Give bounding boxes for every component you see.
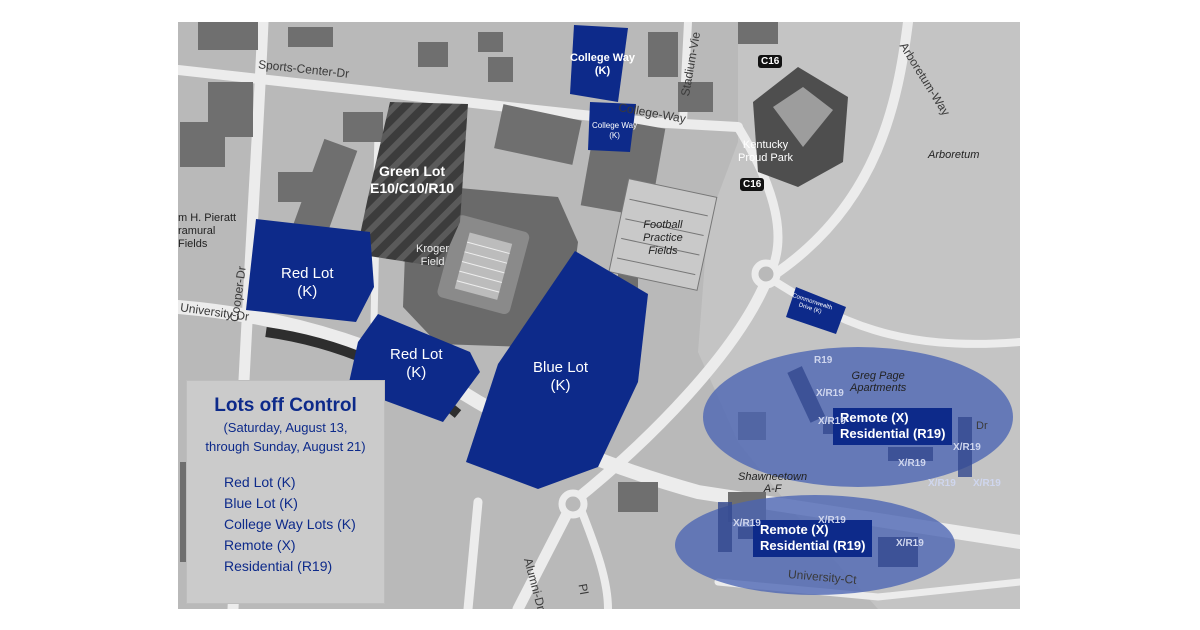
residential-mark: X/R19 — [973, 478, 1001, 489]
shawneetown-name-2: A-F — [763, 483, 782, 495]
red-lot-west-name: Red Lot — [281, 265, 334, 282]
green-lot-code: E10/C10/R10 — [370, 179, 455, 196]
red-lot-west-area[interactable] — [246, 219, 374, 322]
residential-mark: X/R19 — [818, 416, 846, 427]
kroger-field-label: Kroger Field — [416, 243, 449, 269]
college-way-lot-north-area[interactable] — [570, 25, 628, 102]
greg-page-dr-label: Dr — [976, 420, 988, 432]
campus-parking-map: Green Lot E10/C10/R10 Red Lot (K) Red Lo… — [178, 22, 1020, 609]
blue-lot-area[interactable] — [466, 251, 648, 489]
college-way-lot-north-code: (K) — [594, 65, 611, 78]
red-lot-south-label: Red Lot (K) — [390, 346, 443, 382]
shawneetown-name: Shawneetown — [738, 471, 808, 483]
legend-item: Red Lot (K) — [224, 473, 296, 490]
intramural-fields-label: m H. Pieratt ramural Fields — [178, 212, 236, 252]
college-way-lot-south-label: College Way (K) — [592, 121, 637, 140]
residential-mark: X/R19 — [928, 478, 956, 489]
kroger-field-line-2: Field — [420, 256, 445, 269]
intramural-line-1: m H. Pieratt — [178, 212, 237, 224]
green-lot-label: Green Lot E10/C10/R10 — [370, 163, 454, 197]
college-way-lot-south-area[interactable] — [588, 102, 636, 152]
greg-page-place-label: Greg Page Apartments — [850, 370, 906, 394]
greg-page-zone-badge: Remote (X) Residential (R19) — [833, 408, 953, 445]
arboretum-label: Arboretum — [928, 149, 980, 161]
legend-box: Lots off Control (Saturday, August 13, t… — [186, 380, 385, 604]
c16-bottom-marker: C16 — [740, 178, 765, 191]
legend-subtitle-1: (Saturday, August 13, — [223, 420, 348, 435]
football-practice-line-1: Football — [643, 219, 683, 231]
red-lot-south-code: (K) — [406, 364, 427, 381]
red-lot-west-code: (K) — [297, 283, 318, 300]
college-way-lot-north-label: College Way (K) — [570, 52, 635, 78]
c16-top-marker: C16 — [758, 55, 783, 68]
shawneetown-remote: Remote (X) — [760, 522, 829, 537]
red-lot-south-name: Red Lot — [390, 346, 443, 363]
football-practice-line-2: Practice — [643, 232, 683, 245]
kentucky-proud-park-label: Kentucky Proud Park — [738, 139, 793, 165]
blue-lot-name: Blue Lot — [533, 359, 589, 376]
shawneetown-place-label: Shawneetown A-F — [738, 471, 807, 495]
residential-mark: R19 — [814, 355, 833, 366]
kentucky-proud-park-line-1: Kentucky — [742, 139, 789, 151]
legend-item: College Way Lots (K) — [224, 515, 356, 532]
residential-mark: X/R19 — [896, 538, 924, 549]
greg-page-name: Greg Page — [851, 370, 905, 382]
residential-mark: X/R19 — [898, 458, 926, 469]
residential-mark: X/R19 — [733, 518, 761, 529]
college-way-lot-south-code: (K) — [609, 130, 620, 140]
greg-page-residential: Residential (R19) — [840, 426, 946, 442]
legend-item: Residential (R19) — [224, 557, 333, 574]
football-practice-label: Football Practice Fields — [643, 219, 683, 259]
legend-subtitle-2: through Sunday, August 21) — [205, 439, 366, 455]
residential-mark: X/R19 — [953, 442, 981, 453]
greg-page-remote: Remote (X) — [840, 410, 909, 425]
kroger-field-line-1: Kroger — [416, 243, 450, 255]
blue-lot-label: Blue Lot (K) — [533, 359, 588, 395]
intramural-line-2: ramural — [178, 225, 216, 238]
legend-list: Red Lot (K) Blue Lot (K) College Way Lot… — [224, 472, 384, 577]
legend-item: Blue Lot (K) — [224, 494, 298, 511]
shawneetown-zone-badge: Remote (X) Residential (R19) — [753, 520, 873, 557]
shawneetown-residential: Residential (R19) — [760, 538, 866, 554]
kentucky-proud-park-line-2: Proud Park — [738, 152, 794, 165]
map-base — [178, 22, 1020, 609]
college-way-lot-north-name: College Way — [570, 52, 635, 64]
football-practice-line-3: Fields — [648, 245, 678, 258]
intramural-line-3: Fields — [178, 238, 208, 251]
red-lot-west-label: Red Lot (K) — [281, 265, 334, 301]
commonwealth-lot-area[interactable] — [786, 287, 846, 334]
greg-page-name-2: Apartments — [850, 382, 907, 394]
blue-lot-code: (K) — [550, 377, 571, 394]
green-lot-name: Green Lot — [378, 163, 446, 179]
college-way-lot-south-name: College Way — [592, 121, 638, 130]
residential-mark: X/R19 — [816, 388, 844, 399]
legend-title: Lots off Control — [214, 395, 357, 416]
legend-item: Remote (X) — [224, 536, 296, 553]
residential-mark: X/R19 — [818, 515, 846, 526]
